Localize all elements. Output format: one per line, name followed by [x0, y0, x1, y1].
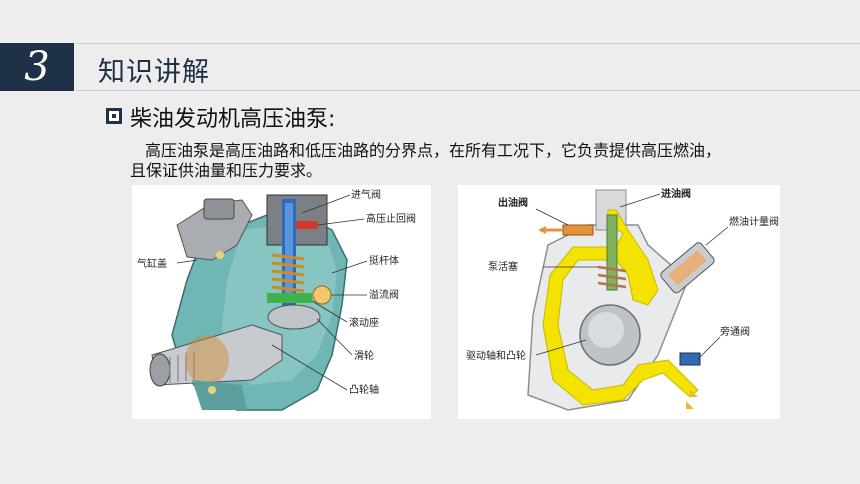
label-bypass-valve: 旁通阀 [720, 325, 750, 338]
header-bar [76, 43, 860, 91]
label-intake-valve: 进气阀 [351, 188, 381, 201]
label-cylinder-head: 气缸盖 [137, 257, 167, 270]
fuel-flow-schematic-figure: 进油阀 出油阀 燃油计量阀 泵活塞 驱动轴和凸轮 旁通阀 [458, 185, 780, 419]
label-roller: 滑轮 [354, 349, 374, 362]
section-number: 3 [24, 44, 50, 90]
label-tappet-body: 挺杆体 [369, 254, 399, 267]
body-paragraph: 高压油泵是高压油路和低压油路的分界点，在所有工况下，它负责提供高压燃油，且保证供… [130, 141, 722, 180]
label-overflow-valve: 溢流阀 [369, 288, 399, 301]
fuel-flow-illustration: 进油阀 出油阀 燃油计量阀 泵活塞 驱动轴和凸轮 旁通阀 [466, 187, 779, 411]
page-title: 知识讲解 [98, 57, 210, 88]
label-drive-shaft-and-cam: 驱动轴和凸轮 [466, 349, 526, 362]
label-roller-seat: 滚动座 [349, 316, 379, 329]
section-number-badge: 3 [0, 43, 74, 91]
square-bullet-icon [106, 108, 122, 124]
pump-cutaway-figure: 进气阀 高压止回阀 气缸盖 挺杆体 溢流阀 滚动座 滑轮 凸轮轴 [132, 185, 431, 419]
label-high-pressure-check-valve: 高压止回阀 [366, 212, 416, 225]
label-fuel-metering-valve: 燃油计量阀 [729, 215, 779, 228]
subheading: 柴油发动机高压油泵: [130, 107, 336, 132]
label-camshaft: 凸轮轴 [349, 383, 379, 396]
label-outlet-valve: 出油阀 [498, 196, 528, 209]
label-inlet-valve: 进油阀 [661, 187, 691, 200]
pump-cutaway-illustration: 进气阀 高压止回阀 气缸盖 挺杆体 溢流阀 滚动座 滑轮 凸轮轴 [137, 188, 416, 411]
label-pump-plunger: 泵活塞 [488, 260, 518, 273]
